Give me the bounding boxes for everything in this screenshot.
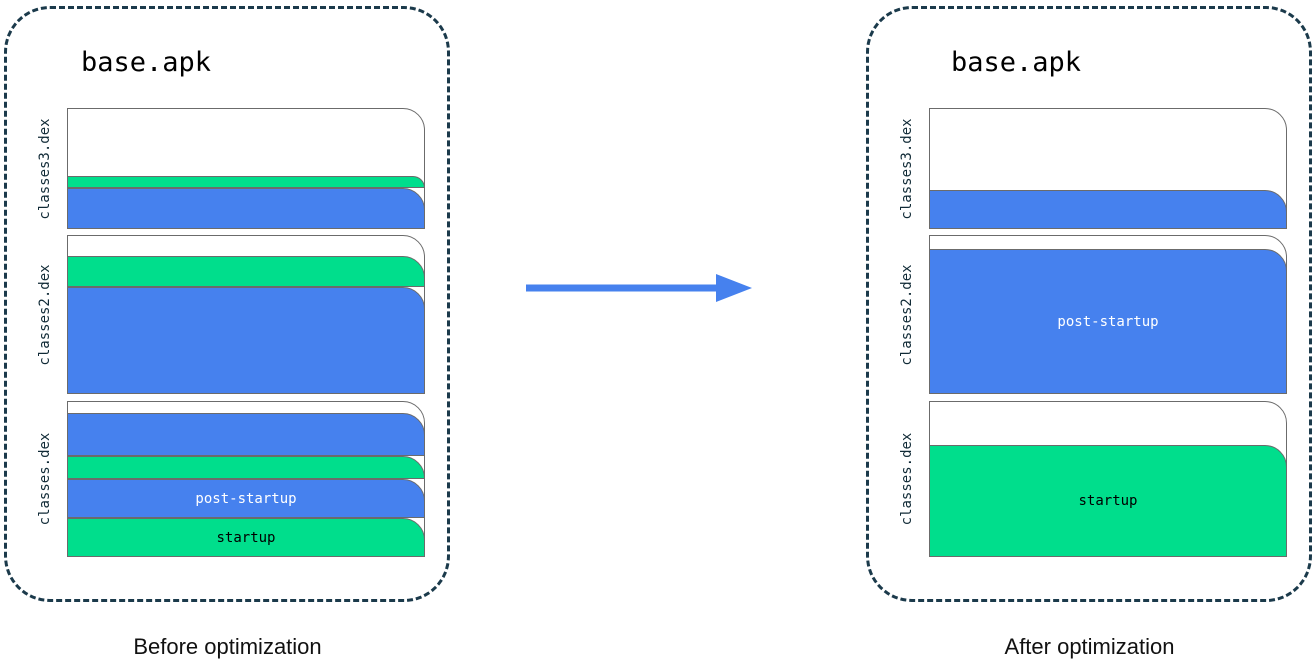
apk-title-after: base.apk [951,47,1082,78]
dex-name-label: classes.dex [37,432,53,526]
dex-band-post-startup: post-startup [929,249,1287,394]
caption-before: Before optimization [133,634,322,659]
dex-name-label: classes3.dex [899,117,915,220]
dex-band-post-startup: post-startup [67,479,425,518]
dex-block-classes-dex: classes.dex startup [899,401,1287,557]
dex-band-startup [67,455,425,479]
dex-band-label: startup [216,529,276,546]
dex-block-classes-dex: classes.dex post-startup startup [37,401,425,557]
dex-block-classes2-dex: classes2.dex [37,235,425,394]
apk-panel-after: base.apk classes3.dex classes2.dex post-st… [866,6,1312,602]
dex-name-label: classes2.dex [899,263,915,366]
dex-band-label: post-startup [195,490,297,507]
dex-block-classes3-dex: classes3.dex [899,108,1287,229]
apk-panel-before: base.apk classes3.dex classes2.dex classes… [4,6,450,602]
dex-block-classes3-dex: classes3.dex [37,108,425,229]
dex-band-startup: startup [929,444,1287,557]
dex-band-post-startup [929,190,1287,229]
dex-name-label: classes2.dex [37,263,53,366]
apk-title-before: base.apk [81,47,212,78]
dex-name-label: classes3.dex [37,117,53,220]
dex-band-post-startup [67,287,425,394]
dex-band-startup [67,175,425,188]
caption-after: After optimization [1004,634,1175,659]
dex-block-classes2-dex: classes2.dex post-startup [899,235,1287,394]
dex-band-startup [67,255,425,288]
dex-band-post-startup [67,187,425,229]
arrow-right-icon [520,268,760,308]
dex-band-startup: startup [67,518,425,557]
dex-band-label: post-startup [1057,313,1159,330]
dex-band-post-startup [67,413,425,456]
dex-name-label: classes.dex [899,432,915,526]
dex-band-label: startup [1078,492,1138,509]
